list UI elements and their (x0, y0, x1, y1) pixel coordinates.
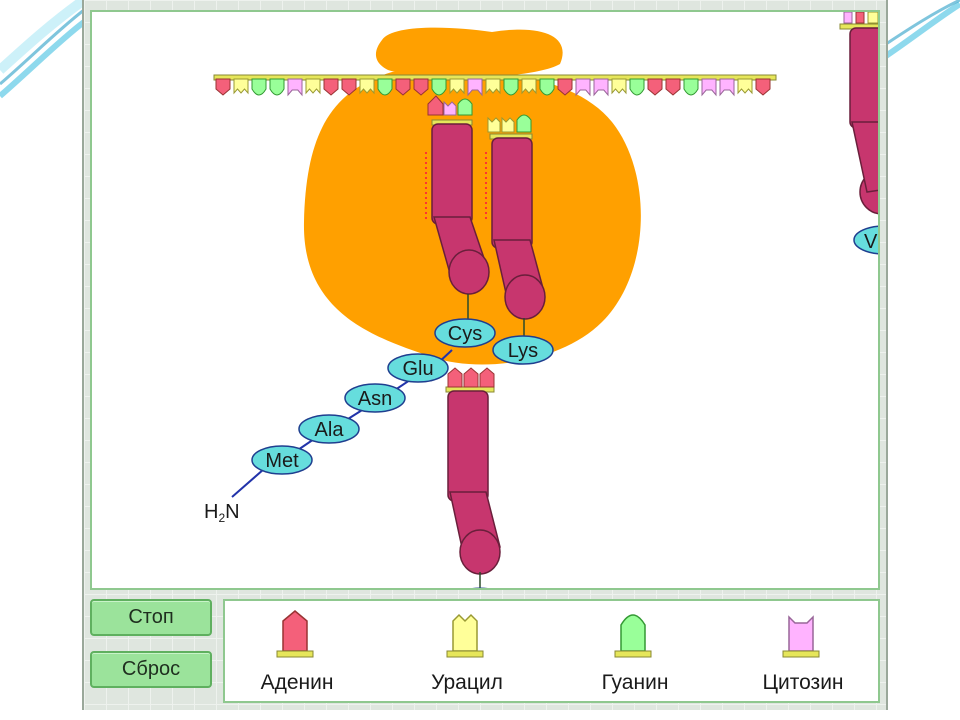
mrna-nucleotide (719, 78, 735, 97)
trna-exiting (445, 367, 501, 588)
mrna-nucleotide (431, 78, 447, 96)
mrna-nucleotide (665, 78, 681, 96)
mrna-nucleotide (413, 78, 429, 96)
translation-viewport: V Met Ala Asn Glu Cys (90, 10, 880, 590)
legend-item-cytosine: Цитозин (733, 607, 873, 695)
translation-scene: V Met Ala Asn Glu Cys (204, 12, 878, 588)
ribosome-small-subunit (375, 27, 563, 78)
legend-item-uracil: Урацил (397, 607, 537, 695)
svg-text:Lys: Lys (508, 340, 538, 362)
legend-label-guanine: Гуанин (601, 671, 669, 694)
svg-text:Met: Met (265, 450, 299, 472)
amino-acid-lys: Lys (492, 335, 554, 365)
mrna-nucleotide (521, 78, 537, 95)
anticodon-p (427, 95, 473, 116)
mrna-nucleotide (269, 78, 285, 96)
mrna-nucleotide (305, 78, 321, 95)
decorative-swoosh-left (0, 0, 87, 99)
mrna-nucleotide (503, 78, 519, 96)
mrna-nucleotide (449, 78, 465, 95)
amino-acid-cys: Cys (434, 318, 496, 348)
legend-item-guanine: Гуанин (565, 607, 705, 695)
reset-button[interactable]: Сброс (90, 651, 212, 688)
amino-acid-partial: V (864, 231, 878, 253)
svg-text:Cys: Cys (448, 323, 482, 345)
legend-label-uracil: Урацил (431, 671, 503, 694)
anticodon-a (487, 114, 532, 133)
mrna-nucleotide (485, 78, 501, 95)
nucleotide-legend: Аденин Урацил Гуанин Цитозин (223, 599, 880, 703)
stop-button[interactable]: Стоп (90, 599, 212, 636)
mrna-nucleotide (377, 78, 393, 96)
mrna-nucleotide (737, 78, 753, 95)
legend-label-cytosine: Цитозин (762, 671, 844, 694)
mrna-nucleotide (467, 78, 483, 97)
svg-text:Glu: Glu (402, 358, 433, 380)
svg-text:Ala: Ala (315, 419, 345, 441)
legend-label-adenine: Аденин (260, 671, 334, 694)
mrna-nucleotide (341, 78, 357, 96)
cytosine-icon (782, 615, 820, 658)
mrna-nucleotide (359, 78, 375, 95)
svg-text:Asn: Asn (358, 388, 392, 410)
mrna-nucleotide (287, 78, 303, 97)
guanine-icon (614, 614, 652, 658)
anticodon-e (447, 367, 495, 388)
trna-a-site (487, 114, 546, 338)
amino-acid-met: Met (251, 445, 313, 475)
mrna-nucleotide (251, 78, 267, 96)
mrna-nucleotide (683, 78, 699, 96)
legend-item-adenine: Аденин (227, 607, 367, 695)
mrna-nucleotide (233, 78, 249, 95)
mrna-nucleotide (593, 78, 609, 97)
mrna-strand (213, 74, 777, 97)
trna-p-site (425, 95, 490, 320)
mrna-nucleotide (215, 78, 231, 96)
amino-acid-ala: Ala (298, 414, 360, 444)
amino-acid-asn: Asn (344, 383, 406, 413)
decorative-swoosh-right (880, 0, 960, 63)
mrna-nucleotide (395, 78, 411, 96)
mrna-nucleotide (611, 78, 627, 95)
mrna-nucleotide (629, 78, 645, 96)
mrna-nucleotide (575, 78, 591, 97)
n-terminus-label: H2N (204, 501, 240, 525)
mrna-nucleotide (647, 78, 663, 96)
trna-incoming: V (839, 12, 878, 255)
mrna-nucleotide (557, 78, 573, 96)
adenine-icon (276, 610, 314, 658)
mrna-nucleotide (323, 78, 339, 96)
mrna-nucleotide (701, 78, 717, 97)
mrna-nucleotide (755, 78, 771, 96)
mrna-nucleotide (539, 78, 555, 96)
amino-acid-glu: Glu (387, 353, 449, 383)
uracil-icon (446, 613, 484, 658)
